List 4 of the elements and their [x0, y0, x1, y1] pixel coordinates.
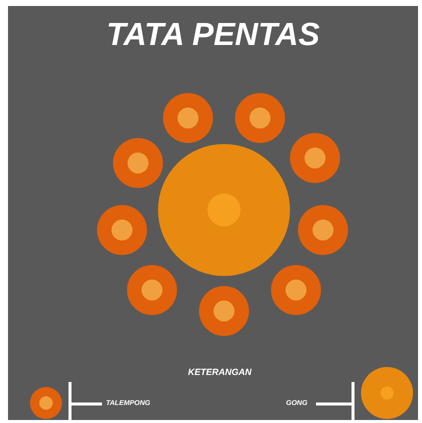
leader-line [316, 380, 354, 423]
leader-line [68, 380, 102, 423]
legend-heading: KETERANGAN [188, 367, 252, 377]
title: TATA PENTAS [105, 16, 321, 53]
